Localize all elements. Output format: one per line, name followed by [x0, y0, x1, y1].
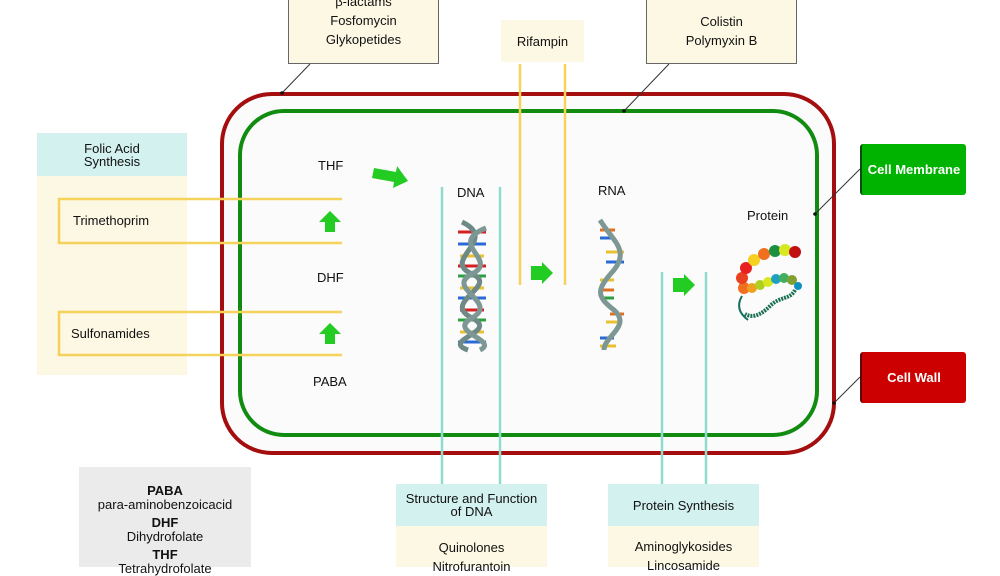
cell-membrane-tag: Cell Membrane: [860, 144, 966, 195]
drug-trimethoprim: Trimethoprim: [73, 213, 150, 228]
pointer-dot: [280, 91, 284, 95]
drug-fosfomycin: Fosfomycin: [330, 13, 397, 28]
protein-chain-icon: [736, 244, 802, 321]
drug-quinolones: Quinolones: [438, 540, 505, 555]
right-arrow-icon: [673, 274, 695, 296]
cell-membrane-outline: [238, 109, 819, 437]
protein-box-header-label: Protein Synthesis: [632, 497, 735, 513]
cell-membrane-tag-pointer: [814, 168, 861, 215]
drug-aminoglykosides: Aminoglykosides: [634, 539, 733, 554]
drug-sulfonamides: Sulfonamides: [71, 326, 150, 341]
trimethoprim-bracket: [57, 197, 342, 245]
legend-term-dhf: DHF: [151, 515, 179, 530]
cell-wall-drugs-pointer: [281, 63, 311, 94]
rifampin-box: Rifampin: [501, 20, 584, 62]
cell-interior: [222, 94, 834, 453]
legend-def-dhf: Dihydrofolate: [126, 529, 204, 544]
legend-def-paba: para-aminobenzoicacid: [97, 497, 233, 512]
label-rna: RNA: [598, 183, 626, 198]
pointer-dot: [622, 109, 626, 113]
protein-box-header: Protein Synthesis: [608, 484, 759, 526]
drug-glykopetides: Glykopetides: [325, 32, 402, 47]
right-arrow-icon: [372, 166, 408, 188]
dna-box-header: Structure and Function of DNA: [396, 484, 547, 526]
membrane-drugs-pointer: [623, 63, 670, 112]
drug-polymyxin-b: Polymyxin B: [685, 33, 758, 48]
cell-wall-outline: [220, 92, 836, 455]
up-arrow-icon: [319, 323, 341, 344]
up-arrow-icon: [319, 211, 341, 232]
folic-acid-header-line2: Synthesis: [83, 153, 141, 169]
cell-membrane-tag-label: Cell Membrane: [867, 162, 961, 177]
cell-wall-tag: Cell Wall: [860, 352, 966, 403]
label-protein: Protein: [747, 208, 789, 223]
legend-term-thf: THF: [152, 547, 178, 562]
drug-lincosamide: Lincosamide: [647, 558, 720, 573]
label-thf: THF: [318, 158, 344, 173]
legend-def-thf: Tetrahydrofolate: [118, 561, 212, 576]
dna-helix-icon: [458, 219, 487, 353]
pointer-dot: [832, 401, 836, 405]
cell-wall-drugs-box: β-lactams Fosfomycin Glykopetides: [288, 0, 439, 64]
label-dhf: DHF: [317, 270, 344, 285]
label-dna: DNA: [457, 185, 485, 200]
drug-colistin: Colistin: [700, 14, 743, 29]
cell-wall-tag-label: Cell Wall: [887, 370, 941, 385]
abbreviation-legend: PABA para-aminobenzoicacid DHF Dihydrofo…: [79, 467, 251, 576]
folic-acid-header-line1: Folic Acid: [84, 140, 140, 156]
label-paba: PABA: [313, 374, 347, 389]
sulfonamides-bracket: [57, 310, 342, 357]
protein-drug-list: Aminoglykosides Lincosamide: [608, 537, 759, 575]
dna-drug-list: Quinolones Nitrofurantoin: [396, 538, 547, 576]
folic-acid-header: Folic Acid Synthesis: [37, 133, 187, 176]
pointer-dot: [813, 212, 817, 216]
drug-beta-lactams: β-lactams: [335, 0, 392, 9]
rna-helix-icon: [597, 218, 624, 351]
dna-box-header-line1: Structure and Function: [405, 491, 538, 506]
membrane-drugs-box: Colistin Polymyxin B: [646, 0, 797, 64]
drug-rifampin: Rifampin: [516, 33, 569, 49]
right-arrow-icon: [531, 262, 553, 284]
dna-box-header-line2: of DNA: [450, 504, 493, 519]
legend-term-paba: PABA: [147, 483, 183, 498]
cell-wall-tag-pointer: [833, 376, 861, 404]
